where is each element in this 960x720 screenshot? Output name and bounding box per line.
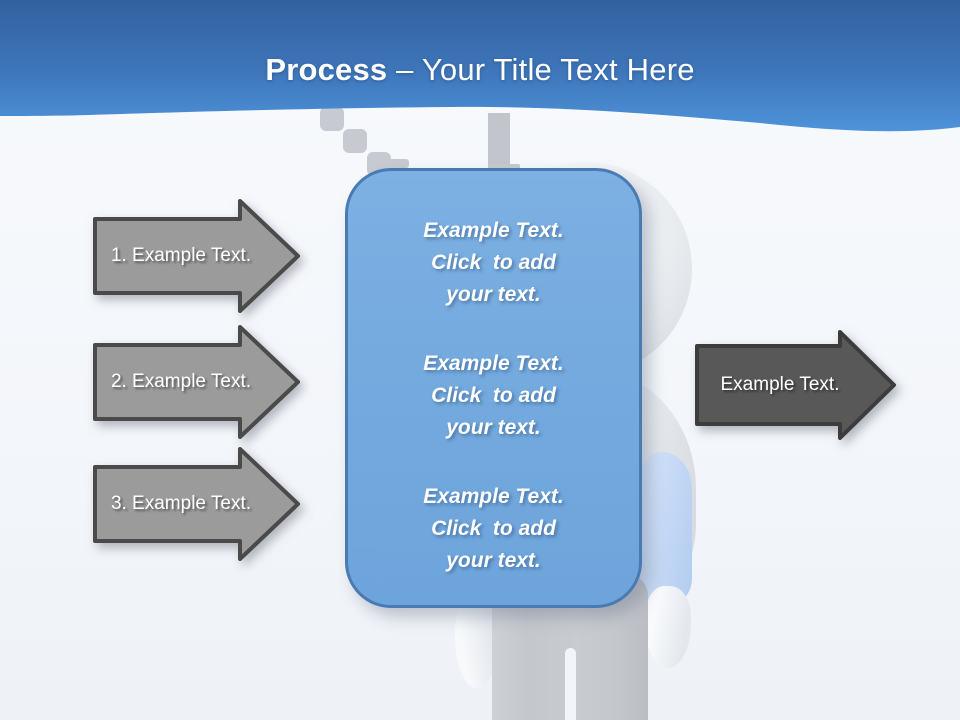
title-regular: – Your Title Text Here xyxy=(396,52,695,87)
result-arrow[interactable]: Example Text. xyxy=(695,329,897,441)
arrow-right-shape xyxy=(695,330,896,440)
figure-hand-left xyxy=(455,596,499,688)
step-arrow-1[interactable]: 1. Example Text. xyxy=(93,198,301,314)
arrow-right-shape xyxy=(93,447,300,561)
arrow-right-shape xyxy=(93,325,300,439)
figure-pole xyxy=(488,113,510,168)
center-text-card[interactable]: Example Text. Click to add your text. Ex… xyxy=(345,168,642,608)
step-arrow-label: 1. Example Text. xyxy=(110,245,252,266)
stair-step-2 xyxy=(343,129,367,153)
stair-step-1 xyxy=(320,107,344,131)
slide-title[interactable]: Process – Your Title Text Here xyxy=(0,52,960,88)
step-arrow-3[interactable]: 3. Example Text. xyxy=(93,446,301,562)
figure-hand-right xyxy=(645,586,691,668)
step-arrow-label: 2. Example Text. xyxy=(110,371,252,392)
figure-sleeve xyxy=(637,452,692,604)
card-paragraph[interactable]: Example Text. Click to add your text. xyxy=(423,219,564,306)
stair-ledge xyxy=(388,159,409,168)
arrow-right-shape xyxy=(93,199,300,313)
step-arrow-2[interactable]: 2. Example Text. xyxy=(93,324,301,440)
step-arrow-label: 3. Example Text. xyxy=(110,493,252,514)
result-arrow-label: Example Text. xyxy=(720,374,840,395)
figure-legs-gap xyxy=(565,648,576,720)
card-paragraph[interactable]: Example Text. Click to add your text. xyxy=(423,485,564,572)
card-paragraph[interactable]: Example Text. Click to add your text. xyxy=(423,352,564,439)
title-emphasis: Process xyxy=(265,52,397,87)
